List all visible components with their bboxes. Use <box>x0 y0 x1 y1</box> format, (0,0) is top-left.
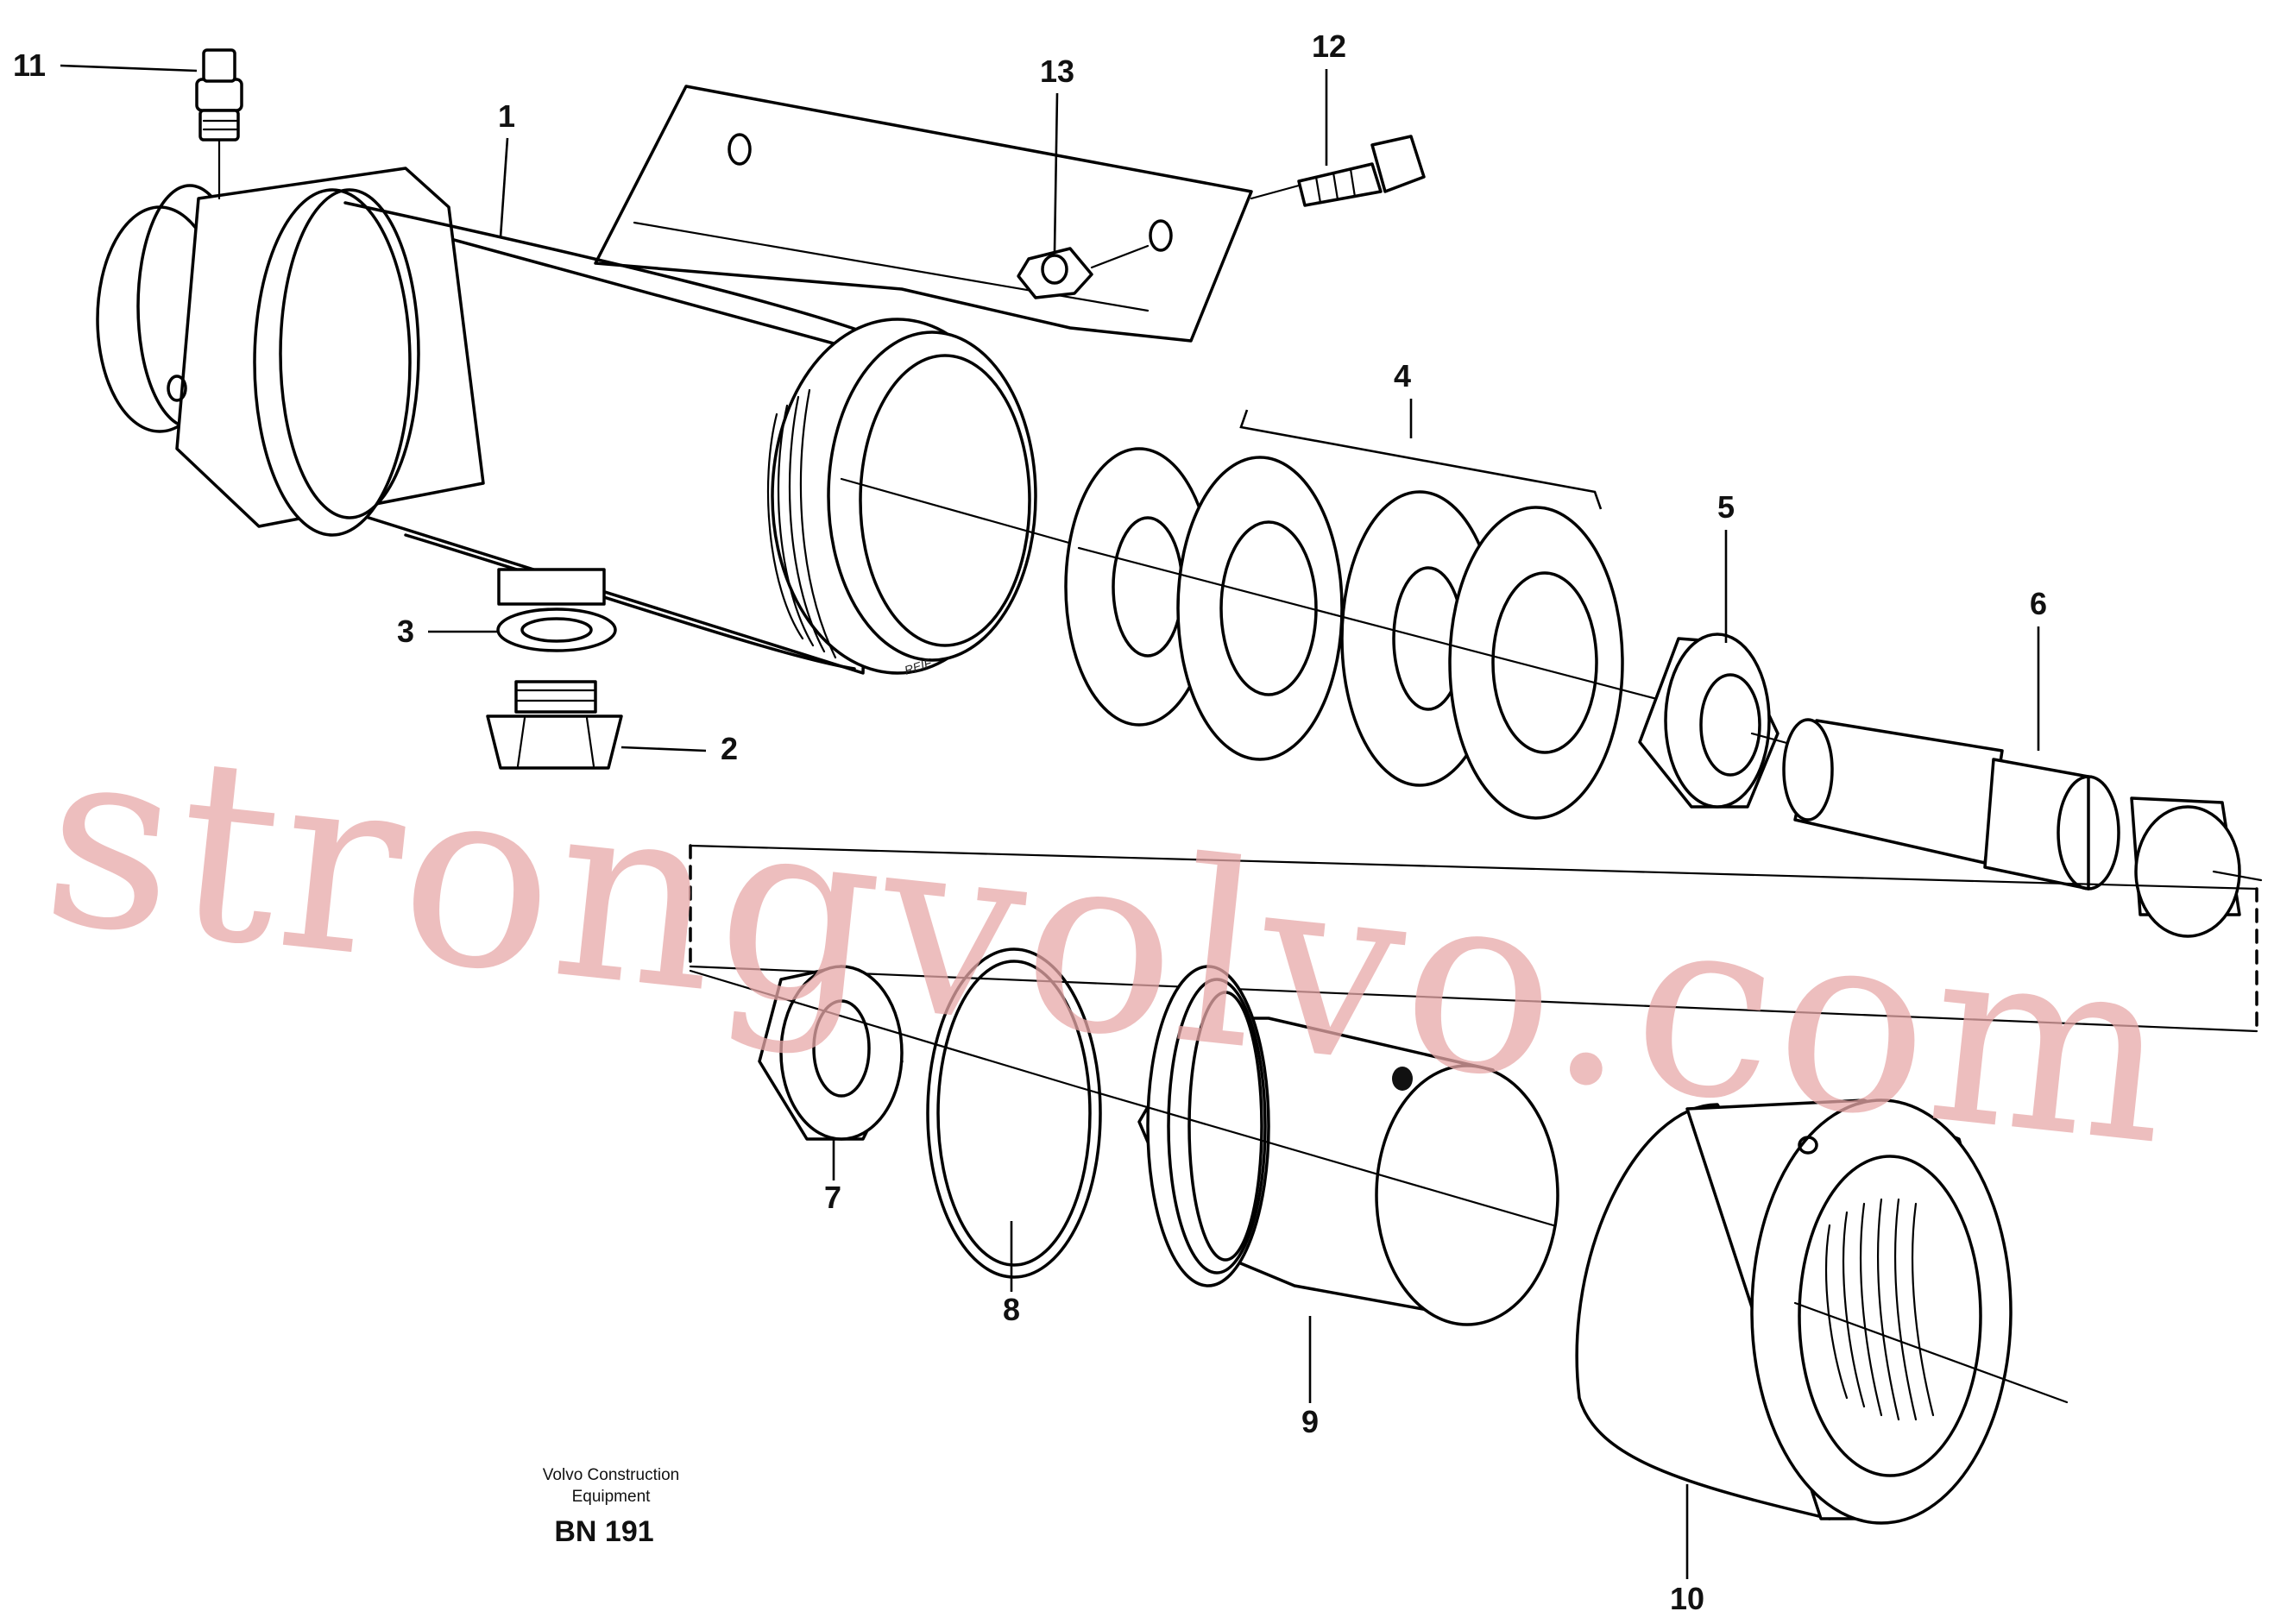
cylinder-tube: REIF <box>96 85 1253 677</box>
guide-ring <box>1638 633 1801 809</box>
callout-11: 11 <box>13 47 46 83</box>
callout-7: 7 <box>824 1180 841 1215</box>
callout-13: 13 <box>1040 54 1074 89</box>
nut <box>1017 244 1150 299</box>
callout-2: 2 <box>721 731 738 766</box>
callout-5: 5 <box>1717 489 1735 525</box>
o-ring <box>926 947 1102 1279</box>
wiper-seal <box>689 965 1080 1141</box>
sealing-washer <box>496 607 617 652</box>
callouts: 11 1 13 12 4 5 6 3 2 7 8 9 10 <box>13 28 2047 1616</box>
callout-6: 6 <box>2030 586 2047 621</box>
drawing-code: BN 191 <box>554 1515 653 1548</box>
bolt <box>1250 135 1426 207</box>
cylinder-head <box>1575 1098 2069 1525</box>
callout-3: 3 <box>397 614 414 649</box>
callout-8: 8 <box>1003 1292 1020 1327</box>
seal-kit <box>1064 447 1659 820</box>
callout-1: 1 <box>498 98 515 134</box>
company-name-line2: Equipment <box>572 1488 652 1506</box>
piston-rod <box>1782 718 2263 938</box>
callout-9: 9 <box>1301 1404 1319 1439</box>
grease-nipple <box>195 48 243 200</box>
plug <box>486 680 623 770</box>
callout-4: 4 <box>1394 358 1411 393</box>
cylinder-gland <box>1077 965 1559 1326</box>
company-name-line1: Volvo Construction <box>543 1466 679 1484</box>
explode-guide-lines <box>689 844 2258 1033</box>
callout-10: 10 <box>1670 1581 1704 1616</box>
callout-12: 12 <box>1312 28 1346 64</box>
footer: Volvo Construction Equipment BN 191 <box>543 1466 679 1548</box>
